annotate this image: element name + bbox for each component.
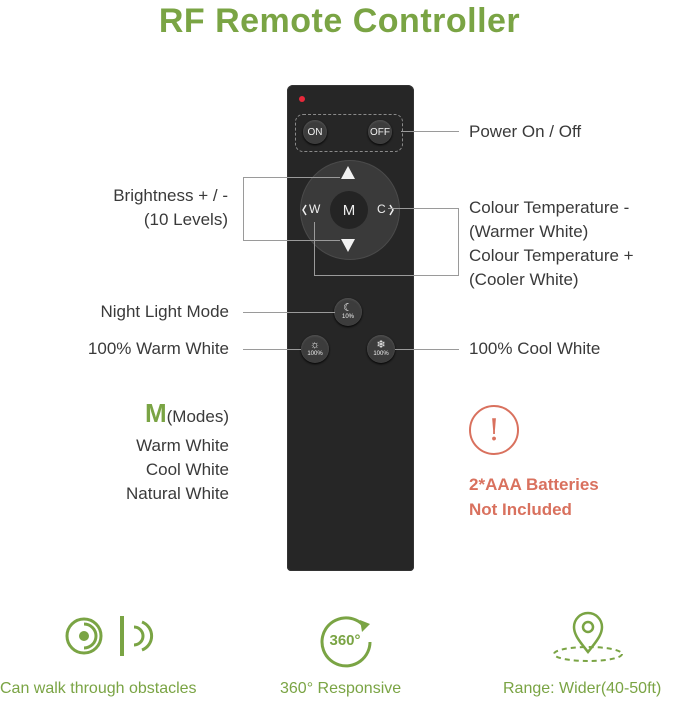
warm-connector	[243, 349, 301, 350]
mode-item: Natural White	[126, 484, 229, 503]
night-label: Night Light Mode	[100, 302, 229, 321]
power-buttons-group	[295, 114, 403, 152]
night-light-button[interactable]: ☾ 10%	[334, 298, 362, 326]
modes-letter: M	[144, 398, 167, 428]
mode-item: Cool White	[145, 460, 229, 479]
modes-heading: M(Modes)	[40, 398, 229, 429]
feature-label-obstacles: Can walk through obstacles	[0, 680, 197, 697]
power-connector	[401, 131, 459, 132]
cool-pct: 100%	[373, 351, 389, 357]
signal-through-obstacle-icon	[65, 616, 154, 656]
page-title: RF Remote Controller	[158, 2, 521, 40]
night-pct: 10%	[341, 314, 354, 320]
360-icon-text: 360°	[329, 632, 360, 649]
cool-label: 100% Cool White	[469, 339, 601, 358]
dpad-arrows	[302, 166, 394, 252]
warm-label: 100% Warm White	[87, 339, 229, 358]
warm-white-button[interactable]: ☼ 100%	[301, 335, 329, 363]
temp-warmer-label: (Warmer White)	[469, 222, 589, 241]
360-degree-icon: 360°	[320, 616, 372, 668]
brightness-down-icon[interactable]	[341, 239, 355, 252]
brightness-connector-bottom	[243, 240, 340, 241]
cool-connector	[395, 349, 459, 350]
warm-pct: 100%	[307, 351, 323, 357]
feature-label-range: Range: Wider(40-50ft)	[503, 680, 662, 697]
temp-minus-label: Colour Temperature -	[469, 198, 630, 217]
night-connector	[243, 312, 335, 313]
modes-heading-text: (Modes)	[166, 407, 229, 426]
power-label: Power On / Off	[469, 122, 582, 141]
mode-button[interactable]: M	[330, 191, 368, 229]
chevron-right-icon	[389, 204, 394, 216]
map-pin-range-icon	[553, 611, 623, 662]
temp-cooler-label: (Cooler White)	[469, 270, 579, 289]
temp-connector-vert	[458, 208, 459, 276]
temp-connector-top	[388, 208, 459, 209]
brightness-up-icon[interactable]	[341, 166, 355, 179]
moon-icon: ☾	[343, 302, 353, 314]
temp-plus-label: Colour Temperature +	[469, 246, 634, 265]
feature-label-360: 360° Responsive	[280, 680, 402, 697]
snowflake-icon: ❄	[376, 339, 386, 351]
brightness-levels-label: (10 Levels)	[143, 210, 228, 229]
off-button[interactable]: OFF	[368, 120, 392, 144]
temp-connector-bottom	[314, 275, 459, 276]
battery-warning-line1: 2*AAA Batteries	[469, 475, 599, 494]
on-button[interactable]: ON	[303, 120, 327, 144]
sun-icon: ☼	[309, 339, 321, 351]
mode-item: Warm White	[136, 436, 229, 455]
brightness-connector-top	[243, 177, 340, 178]
led-indicator	[299, 96, 305, 102]
warmer-button[interactable]: W	[309, 202, 321, 216]
remote-body	[287, 85, 414, 571]
chevron-left-icon	[302, 204, 307, 216]
battery-warning-line2: Not Included	[469, 500, 572, 519]
warning-icon: !	[469, 405, 519, 455]
temp-connector-left	[314, 222, 315, 276]
brightness-label: Brightness + / -	[113, 186, 228, 205]
brightness-connector-vert	[243, 177, 244, 241]
cooler-button[interactable]: C	[377, 202, 386, 216]
cool-white-button[interactable]: ❄ 100%	[367, 335, 395, 363]
